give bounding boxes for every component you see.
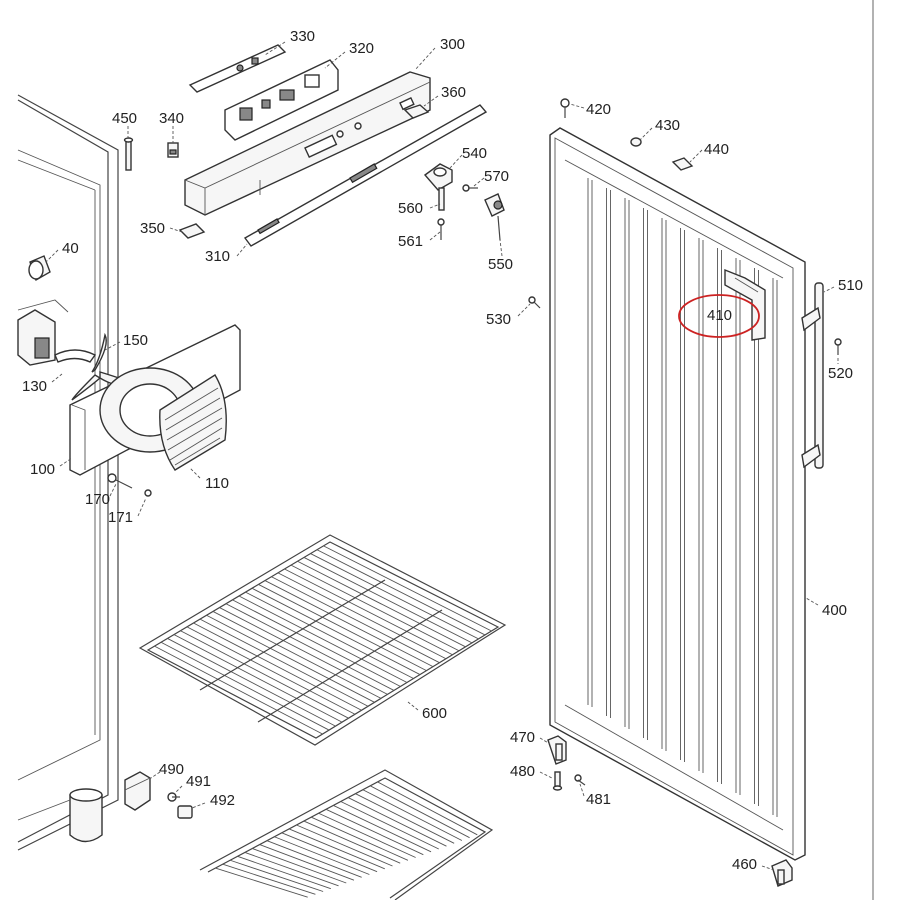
part-481-screw [574,774,586,786]
label-560: 560 [398,200,423,217]
label-171: 171 [108,509,133,526]
label-40: 40 [62,240,79,257]
part-560 [438,187,445,211]
part-440-clip [671,157,694,171]
label-450: 450 [112,110,137,127]
part-420-screw [560,98,570,118]
part-shelf-lower [199,769,494,900]
part-492-cap [177,805,193,819]
part-110-grille [159,374,227,471]
label-480: 480 [510,763,535,780]
highlight-circle [678,294,760,338]
part-300-control-panel [184,71,431,216]
part-360-clip [403,104,430,119]
part-540 [423,163,453,191]
part-430-plug [630,137,642,147]
part-530-screw [528,296,541,309]
label-530: 530 [486,311,511,328]
part-350-clip [178,223,206,239]
label-350: 350 [140,220,165,237]
label-340: 340 [159,110,184,127]
label-470: 470 [510,729,535,746]
label-150: 150 [123,332,148,349]
label-460: 460 [732,856,757,873]
label-520: 520 [828,365,853,382]
label-170: 170 [85,491,110,508]
part-491-screw [167,792,180,802]
label-561: 561 [398,233,423,250]
label-310: 310 [205,248,230,265]
label-481: 481 [586,791,611,808]
part-340-clip [167,142,179,158]
part-410-handle-insert [724,268,766,341]
part-510-handle [801,282,824,469]
label-492: 492 [210,792,235,809]
label-570: 570 [484,168,509,185]
part-550-lock [484,193,505,241]
label-100: 100 [30,461,55,478]
part-470-hinge [547,735,567,765]
part-570 [462,184,478,192]
label-600: 600 [422,705,447,722]
label-330: 330 [290,28,315,45]
leader-lines [45,41,839,871]
label-510: 510 [838,277,863,294]
label-110: 110 [205,475,229,492]
label-430: 430 [655,117,680,134]
part-460-hinge [771,859,793,887]
label-320: 320 [349,40,374,57]
label-550: 550 [488,256,513,273]
label-410: 410 [707,307,732,324]
label-491: 491 [186,773,211,790]
part-490-bracket [124,771,151,811]
part-130-motor [17,299,69,366]
label-420: 420 [586,101,611,118]
label-400: 400 [822,602,847,619]
part-labels: 330 320 300 360 450 340 540 570 560 561 … [22,28,863,873]
label-360: 360 [441,84,466,101]
label-440: 440 [704,141,729,158]
part-600-shelf [138,534,507,746]
label-130: 130 [22,378,47,395]
part-40 [28,255,51,282]
part-450 [123,137,134,171]
part-310-strip [243,104,488,247]
part-330-strip [188,44,287,93]
part-170-screw [107,473,133,489]
label-540: 540 [462,145,487,162]
part-480-pin [552,771,563,791]
part-171-washer [144,489,152,497]
label-300: 300 [440,36,465,53]
part-561 [437,218,445,240]
part-400-door [549,127,806,861]
part-320-board [224,59,339,141]
label-490: 490 [159,761,184,778]
part-520-screw [834,338,842,355]
part-150-fan [54,332,126,401]
